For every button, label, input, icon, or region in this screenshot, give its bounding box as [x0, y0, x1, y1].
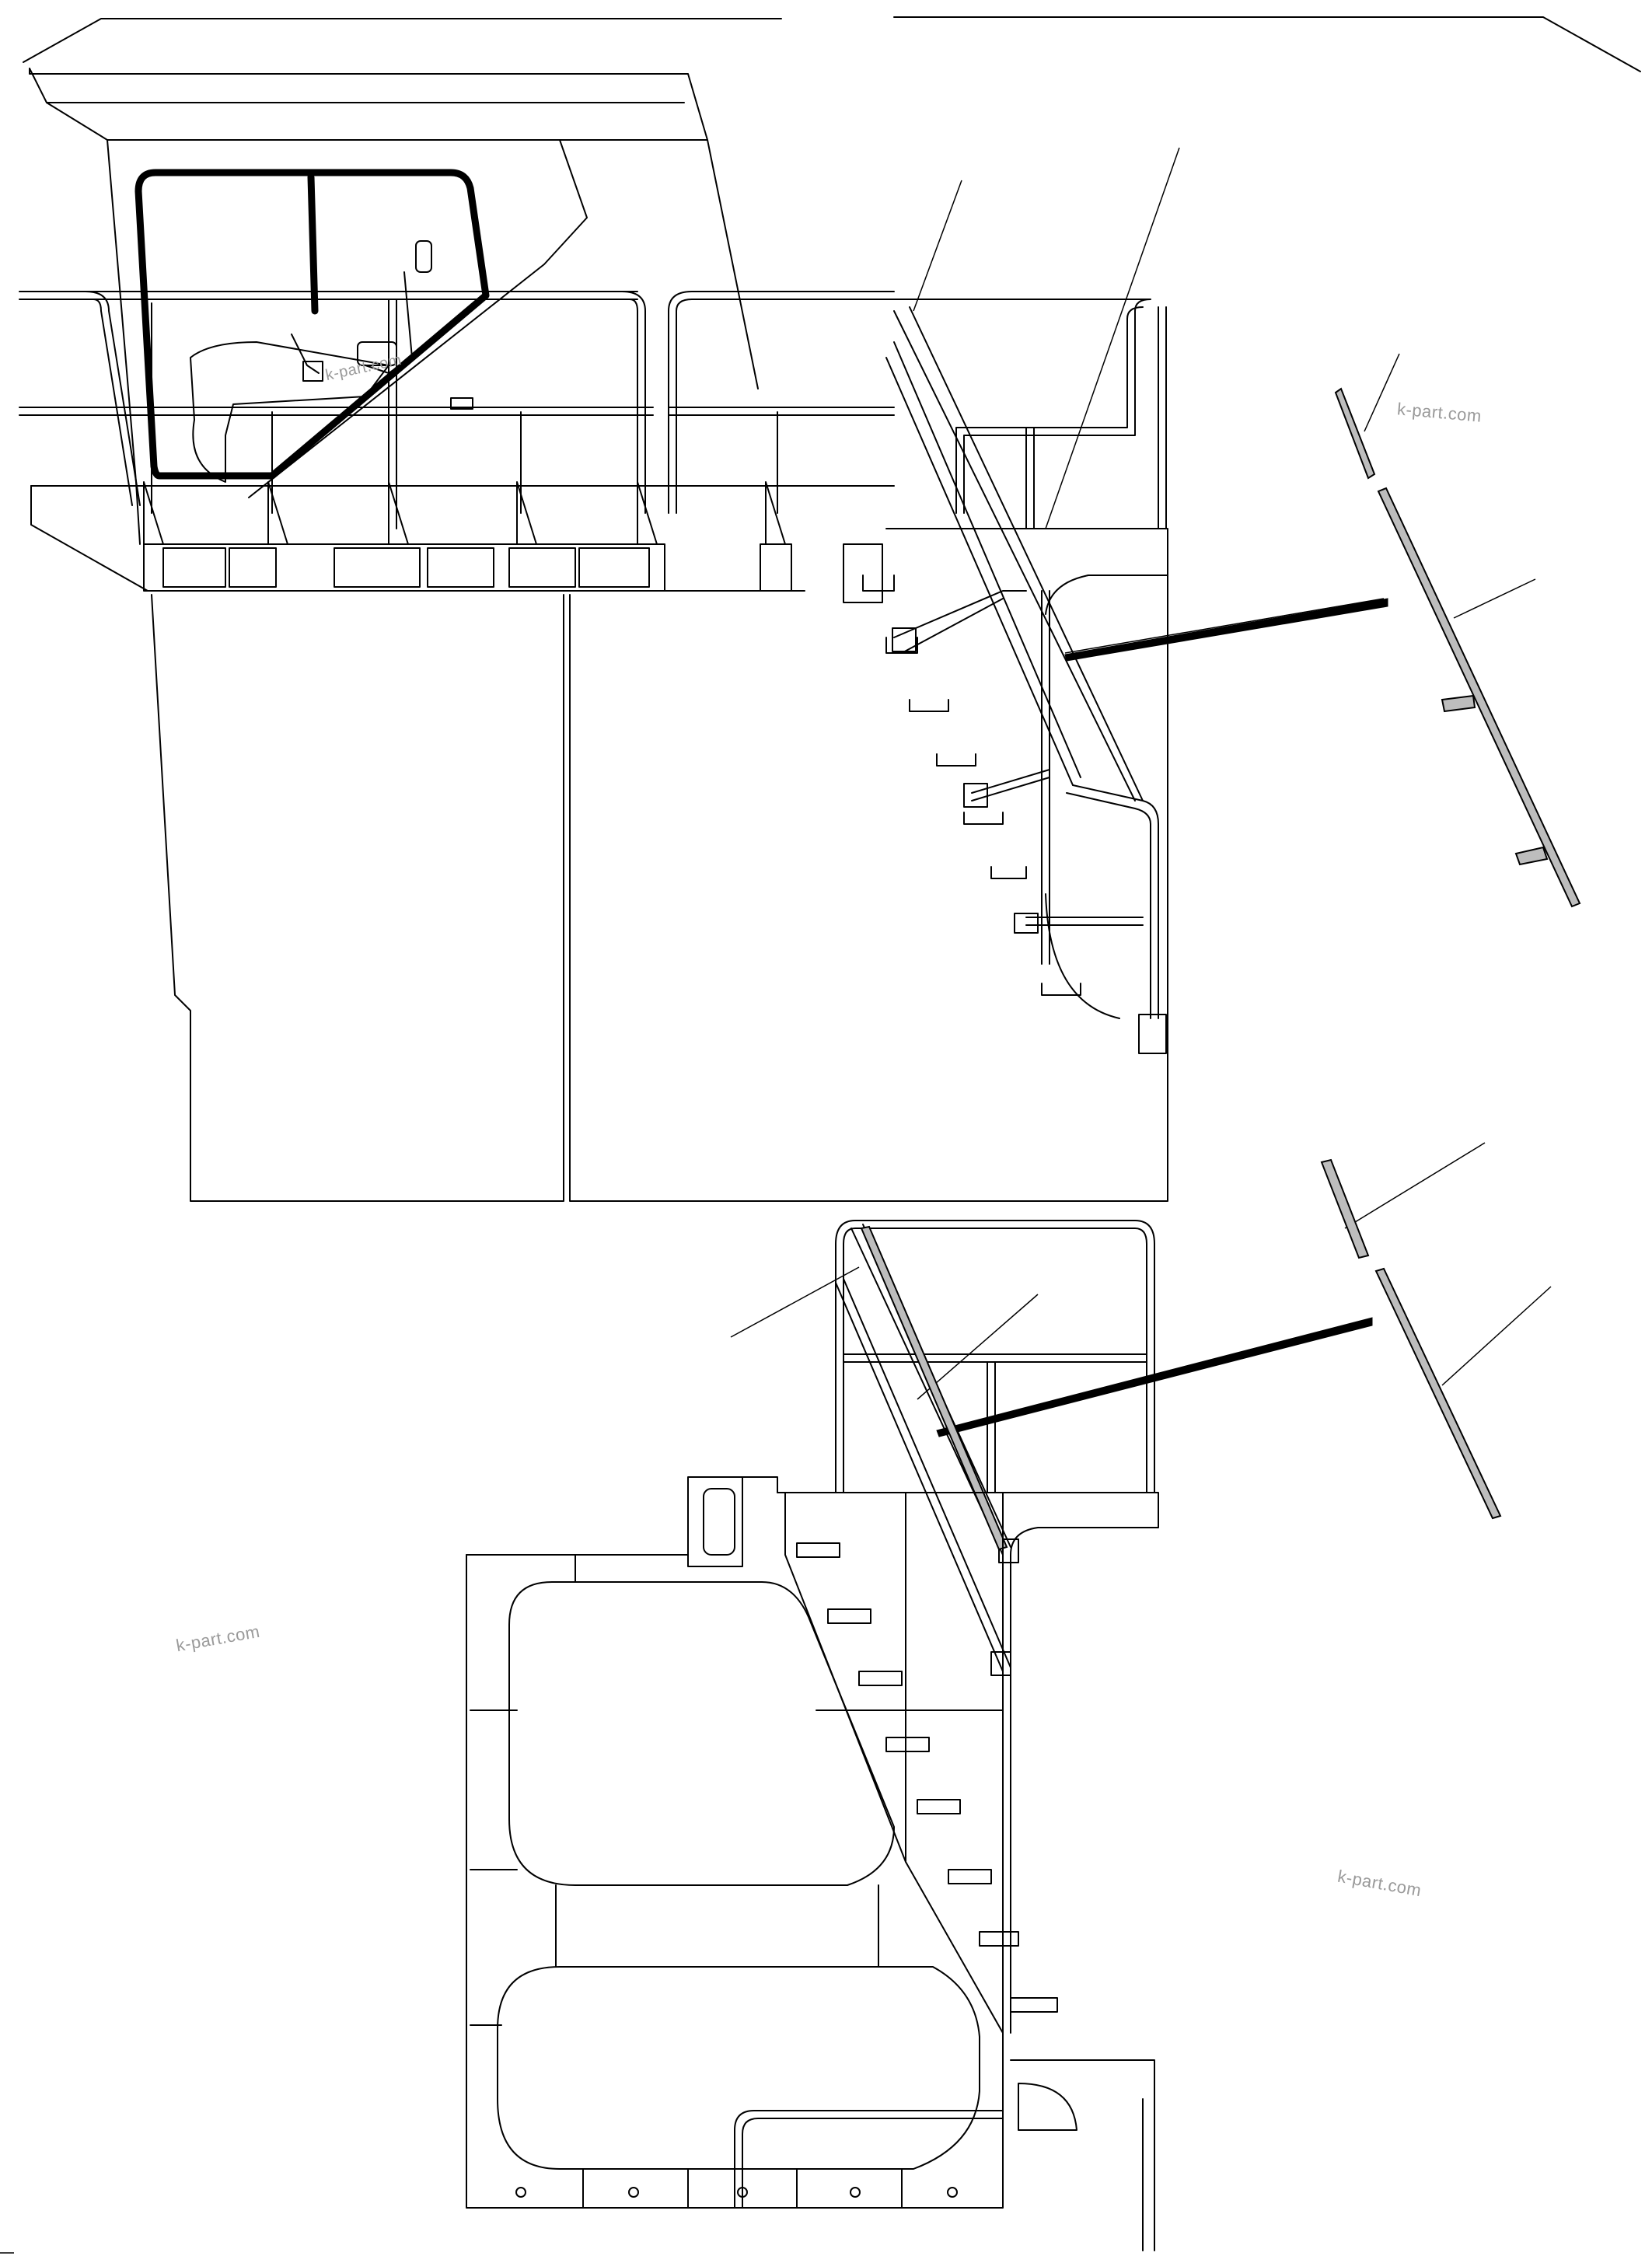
- deck-platform: [30, 481, 895, 592]
- detail-parts-bottom: [860, 1158, 1502, 1551]
- detail-part-a: [1334, 387, 1376, 480]
- ladder-braces: [892, 590, 1167, 1054]
- cab-body: [107, 139, 759, 545]
- front-steps: [796, 1542, 1058, 2013]
- front-bolts: [515, 2168, 958, 2209]
- detail-rail-a: [1377, 487, 1581, 908]
- ladder-steps: [862, 574, 1081, 996]
- front-handrail: [835, 1220, 1155, 1676]
- deck-bolts: [162, 547, 650, 588]
- detail-rail-b: [1374, 1267, 1502, 1520]
- front-frame: [466, 1476, 1159, 2251]
- window-pillar: [307, 173, 319, 315]
- upper-tank: [508, 1581, 895, 1886]
- side-ladder: [862, 299, 1168, 1054]
- detail-part-b: [1320, 1158, 1370, 1259]
- lower-frame: [151, 543, 1168, 1202]
- front-inclined-rail: [860, 1225, 1008, 1551]
- leader-lines-top: [913, 147, 1536, 654]
- detail-parts-top: [1064, 387, 1581, 908]
- brackets: [143, 481, 786, 545]
- operator-seat: [190, 240, 432, 483]
- leader-lines-bottom: [730, 1142, 1552, 1400]
- cab-roof: [23, 16, 1641, 141]
- cab-window-frame: [134, 169, 490, 480]
- right-bracket: [1010, 2059, 1155, 2251]
- lower-tank: [497, 1966, 980, 2170]
